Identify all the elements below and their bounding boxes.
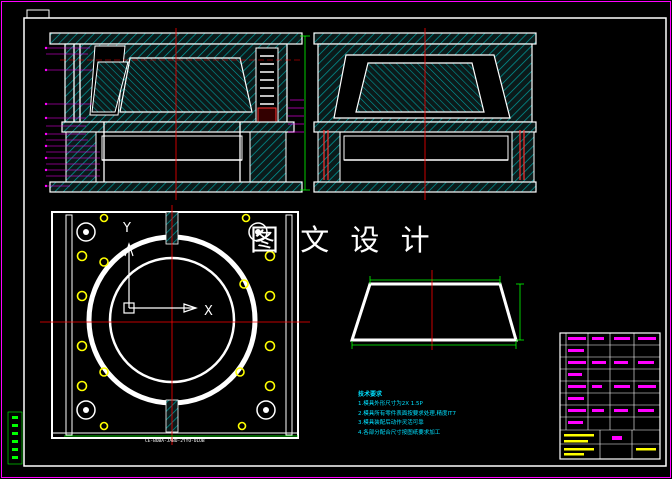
part-profile	[349, 270, 524, 350]
margin-strip	[7, 411, 23, 465]
plan-view	[40, 205, 310, 445]
front-section-view	[44, 28, 310, 200]
y-axis-label: Y	[122, 221, 131, 236]
note-item-1: 1.模具外形尺寸为2X 1.5P	[358, 401, 423, 407]
note-item-2: 2.模具所有零件表面按要求处理,精度IT7	[358, 410, 456, 417]
watermark-title: 图 文 设 计	[250, 223, 436, 257]
note-item-4: 4.各部分配合尺寸按图纸要求加工	[358, 429, 441, 436]
plan-view-caption: CE-BOBA-JABO-2YYO-OLOB	[145, 439, 205, 444]
note-item-3: 3.模具装配后动作灵活可靠	[358, 420, 424, 427]
title-block	[559, 332, 661, 460]
corner-tab	[26, 9, 50, 19]
side-section-view	[313, 28, 537, 200]
notes-header: 技术要求	[358, 391, 383, 398]
sheet-inner-border	[23, 17, 667, 467]
x-axis-label: X	[204, 304, 213, 319]
technical-notes: 技术要求 1.模具外形尺寸为2X 1.5P 2.模具所有零件表面按要求处理,精度…	[358, 390, 528, 438]
